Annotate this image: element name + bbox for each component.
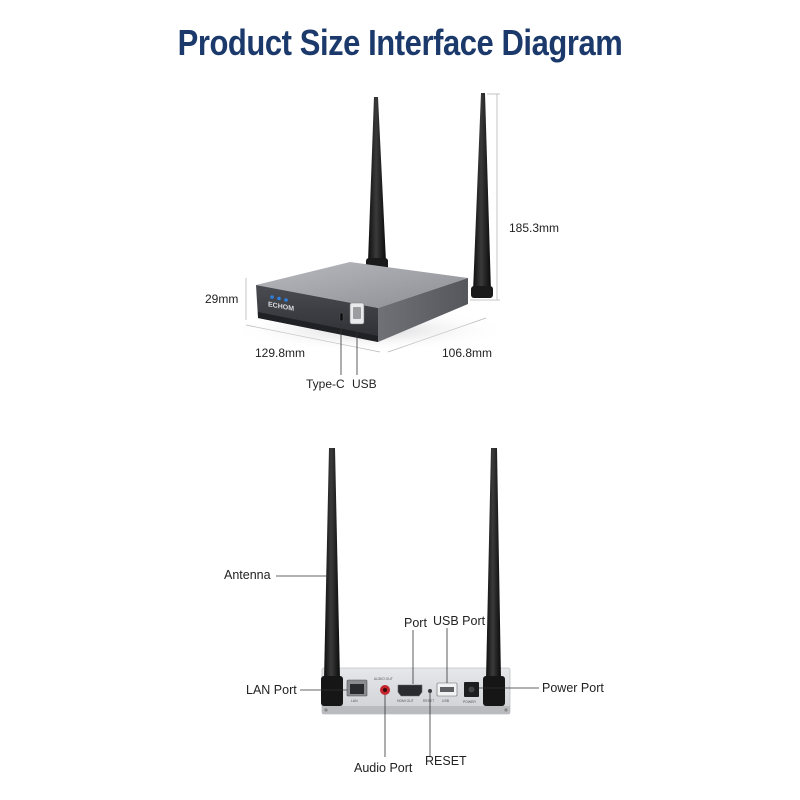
usb-port-inner <box>353 307 361 319</box>
label-reset: RESET <box>425 754 467 768</box>
rear-base <box>322 706 510 714</box>
right-antenna <box>473 93 491 292</box>
label-antenna: Antenna <box>224 568 271 582</box>
label-power-port: Power Port <box>542 681 604 695</box>
dimension-width: 106.8mm <box>442 346 493 360</box>
hdmi-port <box>397 684 423 697</box>
lan-port-opening <box>350 684 364 694</box>
silk-lan: LAN <box>351 699 358 703</box>
rear-left-antenna <box>324 448 340 680</box>
type-c-port <box>339 312 344 322</box>
label-usb-port: USB Port <box>433 614 486 628</box>
silk-usb: USB <box>442 699 450 703</box>
dimension-height-total: 185.3mm <box>509 221 560 235</box>
silk-audio-out: AUDIO OUT <box>374 677 393 681</box>
brand-logo: ECHOM <box>268 301 294 313</box>
device-bezel <box>258 312 378 342</box>
label-hdmi-port: Port <box>404 616 427 630</box>
reset-button <box>428 689 432 693</box>
label-lan-port: LAN Port <box>246 683 297 697</box>
screw-right <box>504 708 508 712</box>
device-top-face <box>256 262 468 308</box>
silk-reset: RESET <box>423 699 434 703</box>
label-usb: USB <box>352 377 377 391</box>
left-antenna <box>368 97 386 262</box>
dimension-body-height: 29mm <box>205 292 239 306</box>
front-perspective-view: ECHOM <box>230 93 510 375</box>
usb-port-rear-inner <box>440 687 454 692</box>
device-side-face <box>378 278 468 342</box>
status-leds <box>270 295 288 302</box>
rear-left-antenna-base <box>321 676 343 706</box>
rear-right-antenna-base <box>483 676 505 706</box>
rear-right-antenna <box>486 448 501 680</box>
rear-callout-lines <box>276 575 539 757</box>
right-antenna-base <box>471 286 493 298</box>
silk-hdmi-out: HDMI OUT <box>397 699 414 703</box>
dimension-length: 129.8mm <box>255 346 306 360</box>
audio-port-hole <box>383 688 387 692</box>
label-type-c: Type-C <box>306 377 345 391</box>
silk-power: POWER <box>463 700 476 704</box>
label-audio-port: Audio Port <box>354 761 413 775</box>
page-title: Product Size Interface Diagram <box>177 22 623 63</box>
rear-view: LAN AUDIO OUT HDMI OUT RESET USB POWER <box>276 448 539 757</box>
power-port-pin <box>468 686 475 693</box>
screw-left <box>324 708 328 712</box>
